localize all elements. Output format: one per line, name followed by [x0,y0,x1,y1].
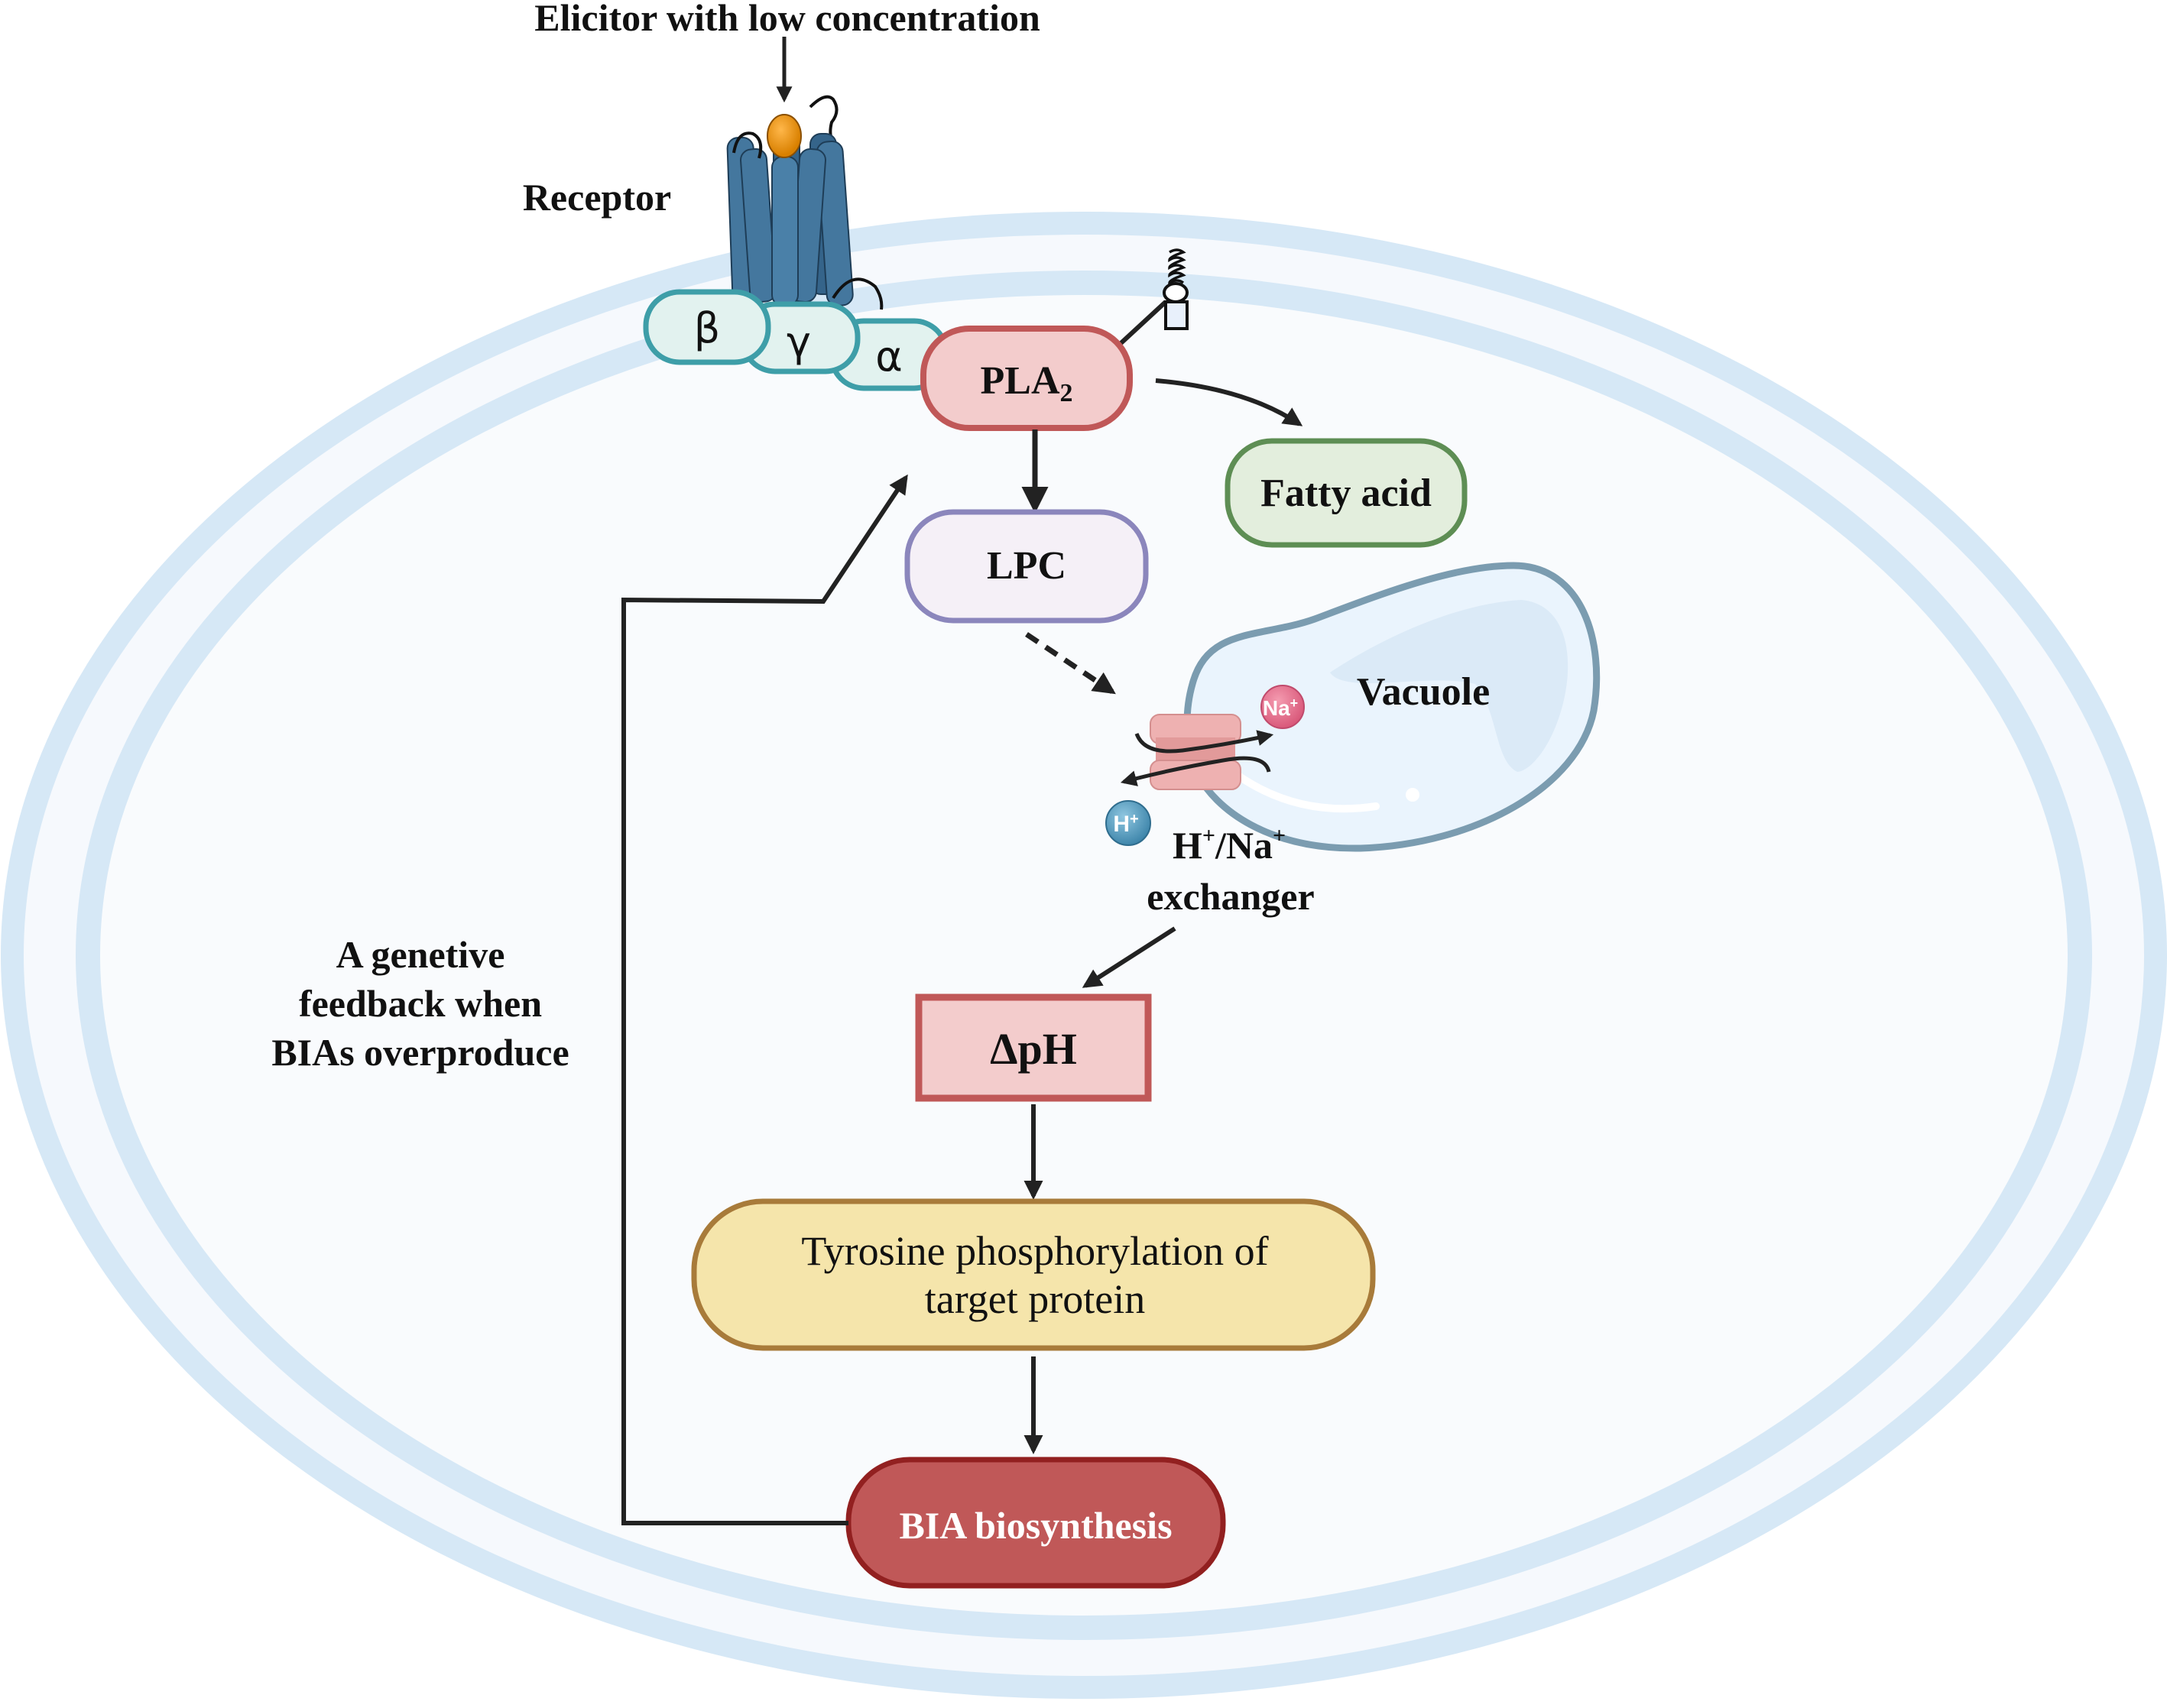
na-ion-label: Na [1263,696,1290,720]
arrow-pla2-to-fatty-acid [1155,378,1303,426]
exchanger-na-label: /Na [1215,824,1273,867]
arrow-lpc-to-exchanger-dashed [1025,632,1116,695]
fatty-acid-label: Fatty acid [1260,472,1432,515]
g-protein: β γ α [643,289,949,391]
feedback-arrow [621,474,908,1525]
tyrosine-phosphorylation-node: Tyrosine phosphorylation of target prote… [691,1198,1376,1351]
h-ion-charge: + [1130,811,1139,828]
vacuole-label: Vacuole [1357,670,1490,714]
pla2-subscript: 2 [1060,379,1073,407]
fatty-acid-node: Fatty acid [1225,438,1468,548]
svg-text:Na+: Na+ [1263,695,1298,720]
g-protein-gamma-label: γ [787,318,811,366]
elicitor-label: Elicitor with low concentration [534,0,1040,39]
exchanger-h-label: H [1173,824,1202,867]
lipid-anchor-icon [1114,248,1189,350]
pla2-node: PLA2 [920,326,1133,431]
lpc-label: LPC [987,544,1066,588]
receptor-label: Receptor [523,176,671,219]
feedback-label-line3: BIAs overproduce [271,1031,569,1074]
pla2-label: PLA [981,359,1060,403]
elicitor-ligand-icon [767,114,802,158]
h-ion-icon: H+ [1105,800,1151,846]
na-ion-icon: Na+ [1260,685,1305,729]
exchanger-h-charge: + [1202,823,1215,848]
vacuole: Vacuole [1183,562,1601,852]
delta-ph-label: ΔpH [990,1024,1077,1074]
feedback-label-line2: feedback when [299,982,542,1025]
feedback-label: A genetive feedback when BIAs overproduc… [271,933,569,1074]
delta-ph-node: ΔpH [915,993,1152,1102]
bia-biosynthesis-node: BIA biosynthesis [845,1457,1226,1589]
h-ion-label: H [1113,812,1130,837]
lpc-node: LPC [904,509,1149,624]
bia-biosynthesis-label: BIA biosynthesis [899,1504,1172,1547]
g-protein-beta-label: β [694,304,720,352]
vacuole-highlight-dot [1406,788,1419,802]
arrow-exchanger-to-delta-ph [1082,926,1176,988]
svg-text:H+/Na+: H+/Na+ [1173,823,1286,867]
svg-text:H+: H+ [1113,811,1138,837]
tyrosine-label-line2: target protein [925,1276,1145,1322]
vacuole-inner-shade [1330,600,1568,772]
h-na-exchanger-icon [1120,714,1274,790]
tyrosine-label-line1: Tyrosine phosphorylation of [801,1228,1268,1274]
svg-text:PLA2: PLA2 [981,359,1073,407]
g-protein-alpha-label: α [875,332,903,381]
receptor-icon [726,95,884,322]
exchanger-label: exchanger [1147,875,1314,918]
g-protein-beta [643,289,771,365]
feedback-label-line1: A genetive [336,933,505,976]
na-ion-charge: + [1290,695,1299,711]
vacuole-highlight [1234,772,1380,813]
exchanger-na-charge: + [1273,823,1286,848]
